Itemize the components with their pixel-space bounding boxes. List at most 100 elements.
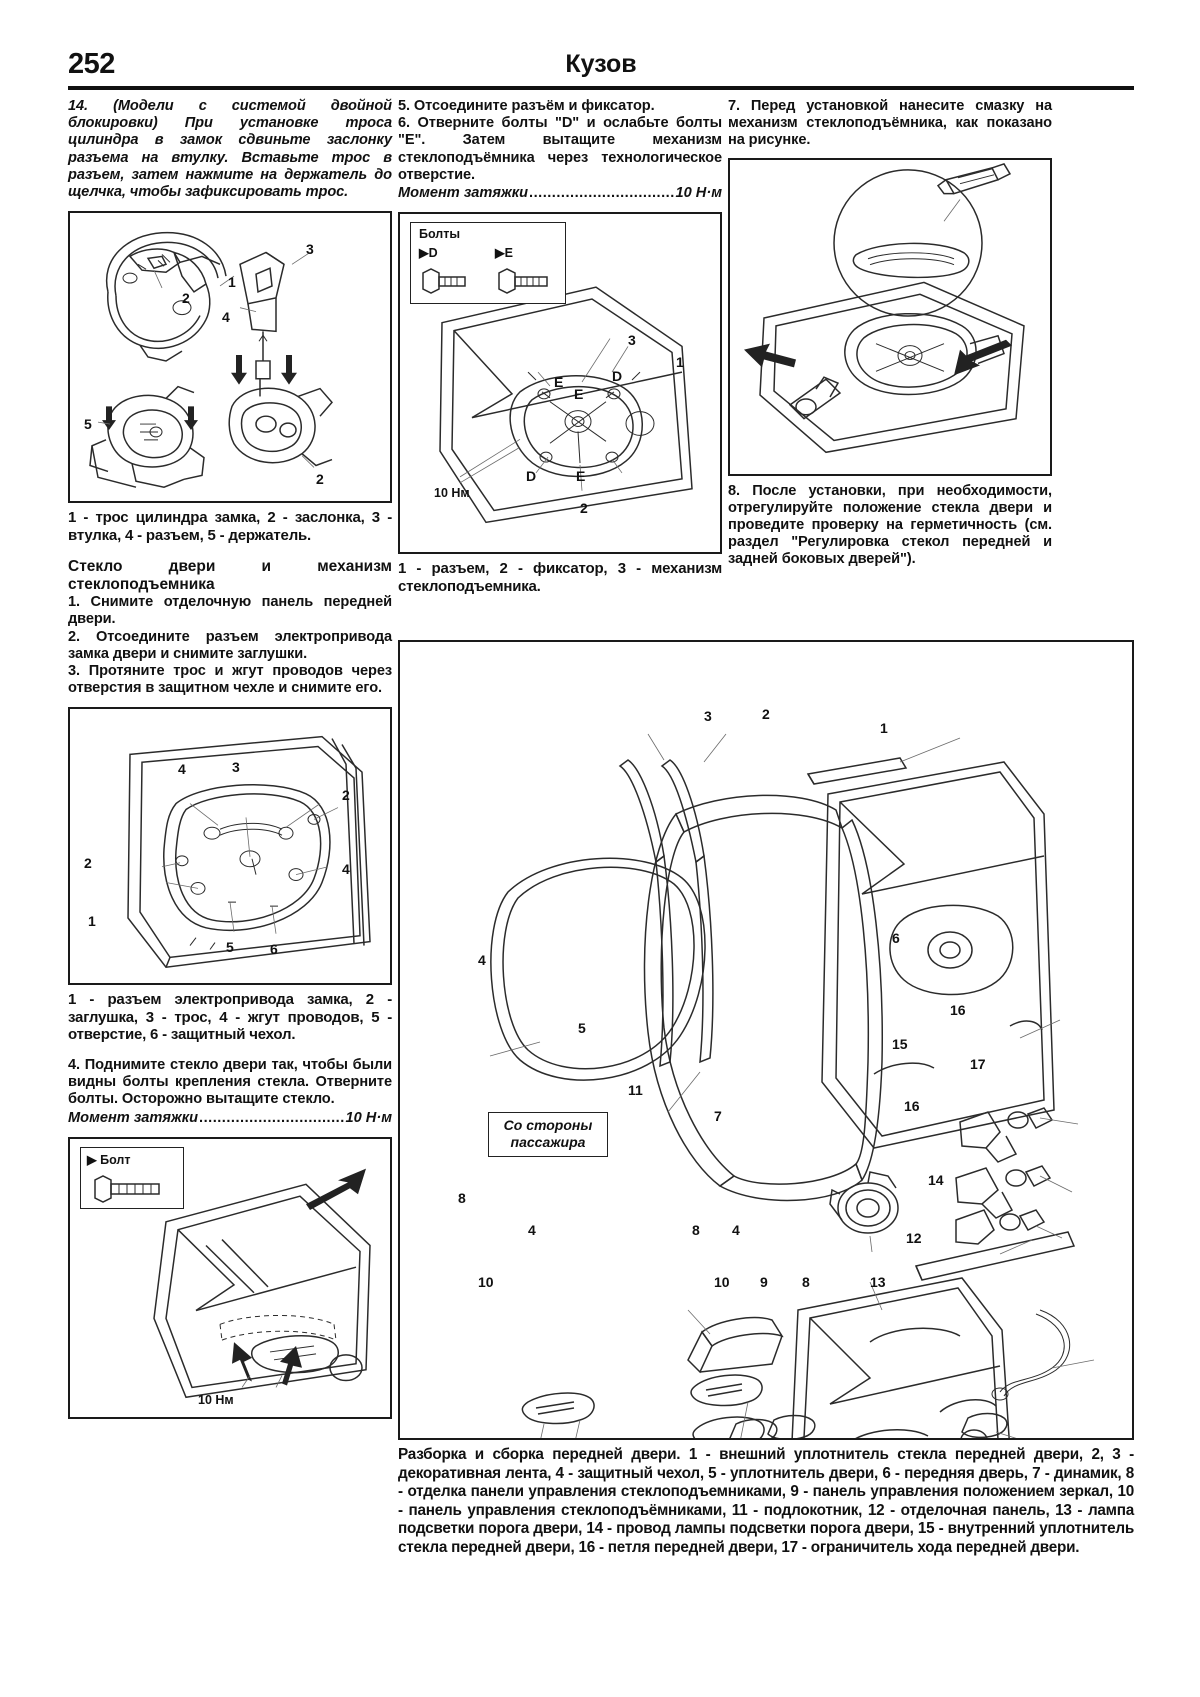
fig1-callout-3: 3: [306, 241, 314, 258]
bigfig-callout-8c: 8: [802, 1274, 810, 1290]
fig1-callout-4: 4: [222, 309, 230, 326]
spacer: [68, 1044, 392, 1057]
torque-dots-2: ........................................…: [529, 185, 674, 202]
figure-lock-cable-caption: 1 - трос цилиндра замка, 2 - заслонка, 3…: [68, 509, 392, 544]
bigfig-callout-13: 13: [870, 1274, 886, 1290]
page-header: 252 Кузов: [68, 48, 1134, 92]
torque-value: 10 Н·м: [345, 1109, 392, 1126]
fig-wr-torque: 10 Нм: [434, 486, 470, 501]
bigfig-callout-9: 9: [760, 1274, 768, 1290]
figure-lock-cable-drawing: [89, 232, 333, 489]
torque-spec-2: Момент затяжки .........................…: [398, 184, 722, 202]
bigfig-callout-15: 15: [892, 1036, 908, 1052]
bolts-legend-title: Болты: [419, 227, 461, 242]
bolt-legend-box: ▶ Болт: [80, 1146, 184, 1209]
bolt-legend-label: ▶ Болт: [87, 1152, 131, 1167]
fig2-callout-4a: 4: [178, 761, 186, 778]
bigfig-callout-5: 5: [578, 1020, 586, 1036]
step-7: 7. Перед установкой нанесите смазку на м…: [728, 98, 1052, 149]
step-1: 1. Снимите отделочную панель передней дв…: [68, 594, 392, 628]
manual-page: 252 Кузов 14. (Модели с системой двойной…: [68, 48, 1134, 1648]
bigfig-callout-14: 14: [928, 1172, 944, 1188]
bolts-legend-box: Болты ▶D ▶E: [410, 222, 566, 305]
fig2-callout-6: 6: [270, 941, 278, 958]
bigfig-callout-4c: 4: [732, 1222, 740, 1238]
header-rule: [68, 86, 1134, 90]
fig1-callout-5: 5: [84, 416, 92, 433]
fig2-callout-2a: 2: [342, 787, 350, 804]
step-8: 8. После установки, при необходимости, о…: [728, 482, 1052, 568]
torque-dots: ........................................…: [199, 1109, 343, 1126]
bigfig-callout-8a: 8: [458, 1190, 466, 1206]
bigfig-callout-6: 6: [892, 930, 900, 946]
fig-wr-bolt-d-b: D: [526, 468, 537, 485]
fig1-callout-2a: 2: [182, 290, 190, 307]
fig1-callout-1: 1: [228, 274, 236, 291]
bigfig-callout-16b: 16: [904, 1098, 920, 1114]
figure-front-door-exploded-drawing: [489, 733, 1095, 1438]
bolt-e-icon: [498, 268, 548, 294]
torque-spec-1: Момент затяжки .........................…: [68, 1109, 392, 1127]
figure-door-harness: 4 3 2 2 4 1 5 6: [68, 707, 392, 986]
bolt-d-icon: [422, 268, 466, 294]
figure-grease-application: [728, 157, 1052, 476]
bigfig-callout-16a: 16: [950, 1002, 966, 1018]
column-right: 7. Перед установкой нанесите смазку на м…: [728, 98, 1052, 569]
fig-wr-bolt-e-b: E: [576, 468, 586, 485]
fig1-callout-2b: 2: [316, 471, 324, 488]
figure-grease-drawing: [744, 162, 1025, 453]
figure-window-regulator-drawing: [439, 286, 693, 524]
step-2: 2. Отсоедините разъем электропривода зам…: [68, 628, 392, 662]
bigfig-callout-8b: 8: [692, 1222, 700, 1238]
fig2-callout-2b: 2: [84, 855, 92, 872]
fig2-callout-3: 3: [232, 759, 240, 776]
section-subheading: Стекло двери и механизм стеклоподъемника: [68, 558, 392, 594]
bolt-icon: [94, 1174, 160, 1203]
figure-door-harness-caption: 1 - разъем электропривода замка, 2 - заг…: [68, 991, 392, 1044]
bigfig-callout-3: 3: [704, 708, 712, 724]
fig-wr-callout-3: 3: [628, 332, 636, 349]
page-number: 252: [68, 48, 115, 80]
torque-label-2: Момент затяжки: [398, 185, 529, 202]
bigfig-callout-12: 12: [906, 1230, 922, 1246]
fig-wr-bolt-e-a2: E: [574, 386, 584, 403]
fig2-callout-1: 1: [88, 913, 96, 930]
bigfig-callout-7: 7: [714, 1108, 722, 1124]
bigfig-callout-11: 11: [628, 1082, 643, 1098]
passenger-side-note: Со стороны пассажира: [488, 1112, 608, 1157]
fig-wr-callout-2: 2: [580, 500, 588, 517]
paragraph-14: 14. (Модели с системой двойной блокировк…: [68, 98, 392, 201]
bigfig-callout-10a: 10: [478, 1274, 494, 1290]
torque-label: Момент затяжки: [68, 1109, 199, 1126]
step-4: 4. Поднимите стекло двери так, чтобы был…: [68, 1056, 392, 1108]
bigfig-callout-1: 1: [880, 720, 888, 736]
figure-window-regulator-caption: 1 - разъем, 2 - фиксатор, 3 - механизм с…: [398, 560, 722, 595]
fig-wr-bolt-d-a: D: [612, 368, 623, 385]
figure-glass-removal-drawing: [153, 1168, 371, 1398]
fig3-torque-label: 10 Нм: [198, 1392, 234, 1407]
bolt-e-label: ▶E: [495, 246, 513, 261]
page-title: Кузов: [565, 50, 637, 78]
fig2-callout-5: 5: [226, 939, 234, 956]
figure-front-door-exploded: Со стороны пассажира 1 2 3 4 5 6 7 16 17…: [398, 640, 1134, 1440]
step-3: 3. Протяните трос и жгут проводов через …: [68, 663, 392, 697]
figure-glass-removal: ▶ Болт 10 Нм: [68, 1136, 392, 1419]
spacer-2: [728, 476, 1052, 483]
bigfig-callout-10b: 10: [714, 1274, 730, 1290]
fig-wr-callout-1: 1: [676, 354, 684, 371]
fig2-callout-4b: 4: [342, 861, 350, 878]
bigfig-callout-4b: 4: [528, 1222, 536, 1238]
bolt-d-label: ▶D: [419, 246, 438, 261]
step-6: 6. Отверните болты "D" и ослабьте болты …: [398, 115, 722, 183]
figure-lock-cable: 3 2 1 4 5 2: [68, 211, 392, 504]
figure-door-harness-drawing: [127, 736, 371, 969]
bigfig-callout-2: 2: [762, 706, 770, 722]
fig-wr-bolt-e-a: E: [554, 374, 564, 391]
bigfig-callout-4: 4: [478, 952, 486, 968]
figure-front-door-exploded-caption: Разборка и сборка передней двери. 1 - вн…: [398, 1446, 1134, 1556]
step-5: 5. Отсоедините разъём и фиксатор.: [398, 98, 655, 114]
torque-value-2: 10 Н·м: [675, 185, 722, 202]
bigfig-callout-17: 17: [970, 1056, 986, 1072]
column-left: 14. (Модели с системой двойной блокировк…: [68, 98, 392, 1419]
column-middle: 5. Отсоедините разъём и фиксатор. 6. Отв…: [398, 98, 722, 595]
